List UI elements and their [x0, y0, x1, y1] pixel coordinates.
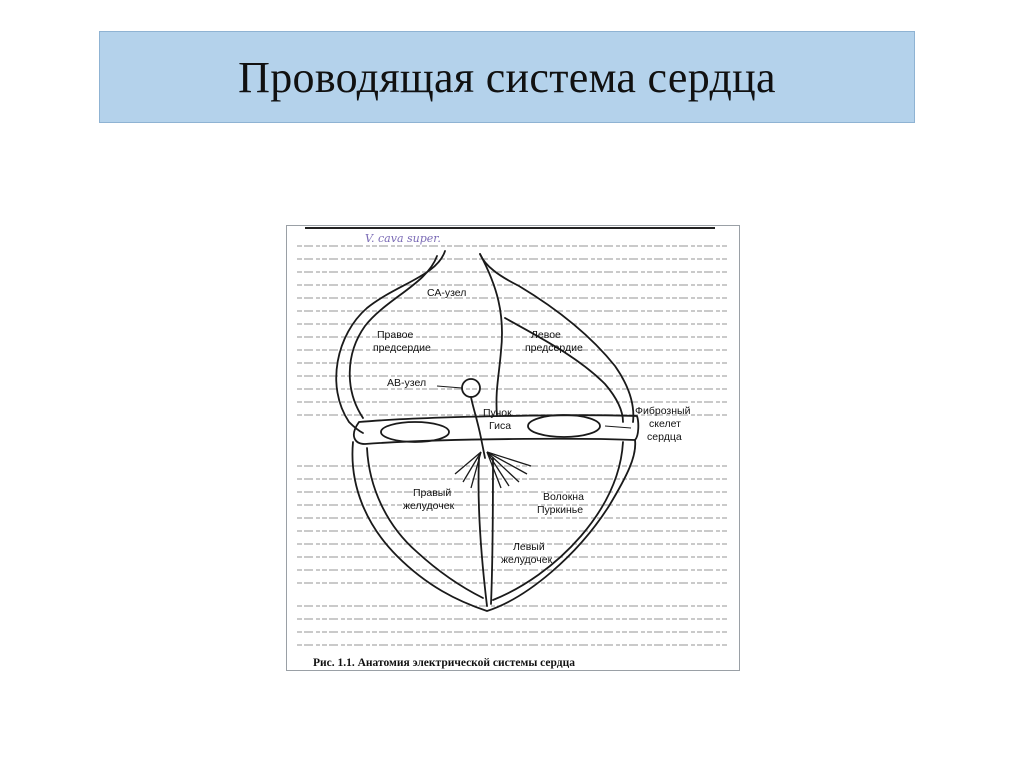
aorta: [479, 253, 635, 423]
label-av-node: АВ-узел: [387, 377, 426, 389]
ventricles-outer-wall: [351, 439, 637, 612]
label-fibrous-2: скелет: [649, 418, 681, 430]
handwritten-note: V. cava super.: [365, 232, 441, 245]
label-left-ventricle-1: Левый: [513, 541, 545, 553]
mitral-valve-ring: [527, 414, 601, 438]
label-left-ventricle-2: желудочек: [501, 554, 553, 566]
background-text-lines: [297, 245, 727, 646]
right-atrium-inner-wall: [348, 255, 438, 419]
fibrous-skeleton-pointer: [604, 425, 632, 429]
label-fibrous-1: Фиброзный: [635, 405, 691, 417]
label-right-ventricle-1: Правый: [413, 487, 451, 499]
left-ventricle-inner-wall: [492, 441, 624, 601]
label-purkinje-1: Волокна: [543, 491, 584, 503]
slide-title-box: Проводящая система сердца: [99, 31, 915, 123]
interventricular-septum: [477, 457, 488, 607]
his-bundle: [470, 396, 486, 459]
label-his-2: Гиса: [489, 420, 511, 432]
av-node: [461, 378, 481, 398]
label-left-atrium-2: предсердие: [525, 342, 583, 354]
label-fibrous-3: сердца: [647, 431, 682, 443]
purkinje-fibers: [454, 451, 532, 489]
av-node-pointer: [436, 385, 463, 389]
label-left-atrium-1: Левое: [531, 329, 561, 341]
label-right-atrium-1: Правое: [377, 329, 414, 341]
figure-caption: Рис. 1.1. Анатомия электрической системы…: [313, 657, 575, 669]
label-purkinje-2: Пуркинье: [537, 504, 583, 516]
heart-conduction-figure: V. cava super.: [286, 225, 740, 671]
interatrial-septum: [479, 253, 503, 417]
label-right-ventricle-2: желудочек: [403, 500, 455, 512]
right-ventricle-inner-wall: [366, 447, 484, 599]
superior-vena-cava: [335, 250, 446, 434]
heart-diagram: V. cava super.: [297, 227, 727, 669]
label-sa-node: СА-узел: [427, 287, 466, 299]
left-atrium-inner-wall: [504, 317, 624, 423]
label-right-atrium-2: предсердие: [373, 342, 431, 354]
interventricular-septum-right: [490, 457, 494, 605]
label-his-1: Пучок: [483, 407, 512, 419]
tricuspid-valve-ring: [380, 421, 450, 443]
slide-title: Проводящая система сердца: [238, 52, 776, 102]
